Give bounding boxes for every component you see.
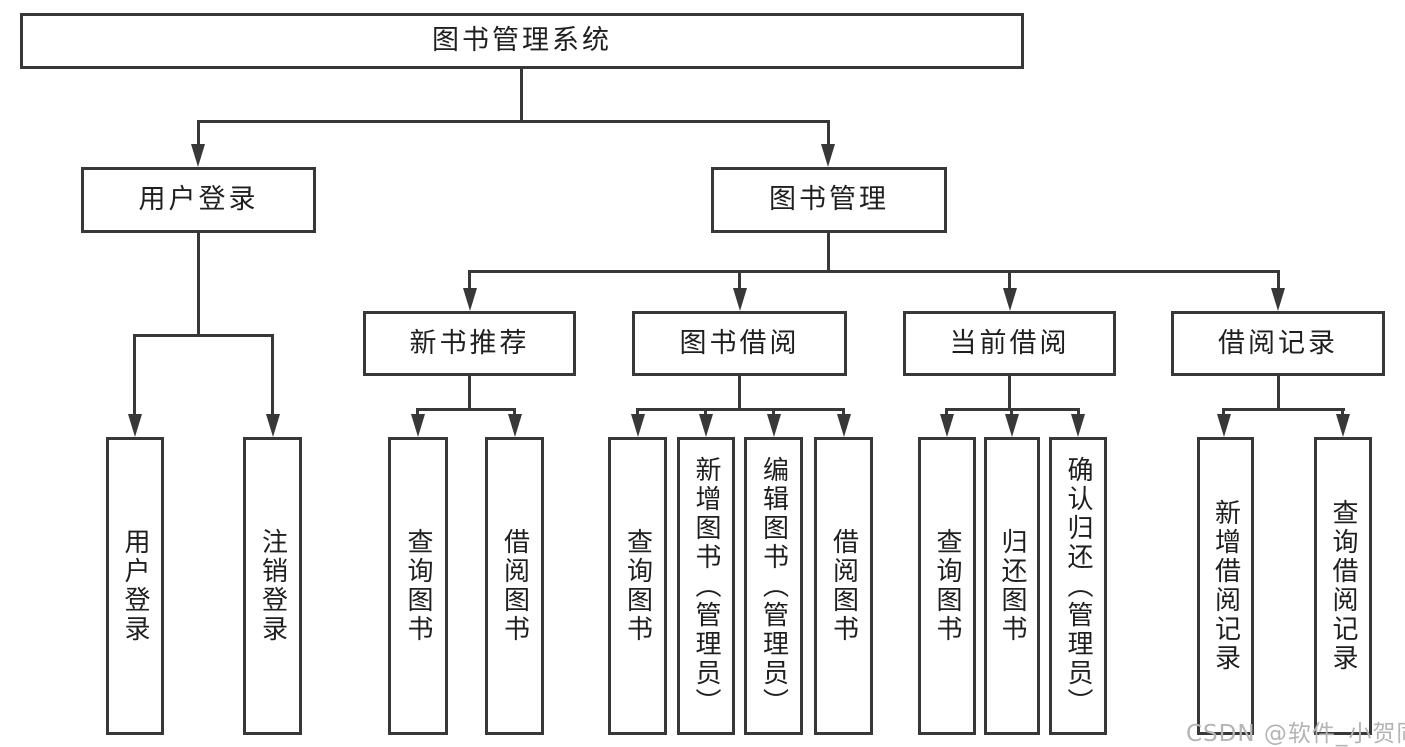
- connector-user-login-stem: [197, 233, 200, 337]
- node-book-management: 图书管理: [711, 167, 947, 233]
- connector-group1-hline: [636, 408, 845, 411]
- leaf-query-books-recommend: 查询图书: [388, 437, 448, 735]
- connector-group2-child2: [1077, 408, 1080, 418]
- leaf-user-login: 用户登录: [106, 437, 164, 735]
- connector-group3-child0: [1222, 408, 1225, 418]
- connector-group2-child1: [1010, 408, 1013, 418]
- node-new-book-recommend: 新书推荐: [363, 311, 576, 376]
- connector-to-leaf-user-login: [133, 334, 136, 418]
- arrowhead-down-icon: [940, 414, 954, 437]
- connector-to-book-management: [827, 120, 830, 148]
- watermark-csdn: CSDN @软件_小贺同学: [1186, 721, 1405, 747]
- arrowhead-down-icon: [821, 144, 835, 167]
- connector-to-new-book-recommend: [468, 270, 471, 290]
- leaf-query-borrow-record: 查询借阅记录: [1314, 437, 1372, 735]
- connector-group2-child0: [945, 408, 948, 418]
- arrowhead-down-icon: [733, 288, 747, 311]
- arrowhead-down-icon: [191, 144, 205, 167]
- arrowhead-down-icon: [411, 414, 425, 437]
- leaf-query-books-borrow: 查询图书: [608, 437, 667, 735]
- arrowhead-down-icon: [463, 288, 477, 311]
- leaf-add-book-admin: 新增图书（管理员）: [677, 437, 735, 735]
- connector-group0-child1: [513, 408, 516, 418]
- arrowhead-down-icon: [128, 414, 142, 437]
- connector-to-current-borrow: [1008, 270, 1011, 290]
- arrowhead-down-icon: [1005, 414, 1019, 437]
- node-book-borrow: 图书借阅: [632, 311, 847, 376]
- connector-group3-stem: [1277, 376, 1280, 411]
- connector-group1-child2: [772, 408, 775, 418]
- arrowhead-down-icon: [1217, 414, 1231, 437]
- connector-group3-hline: [1222, 408, 1345, 411]
- leaf-add-borrow-record: 新增借阅记录: [1197, 437, 1254, 735]
- connector-group0-stem: [468, 376, 471, 411]
- connector-group1-stem: [738, 376, 741, 411]
- arrowhead-down-icon: [266, 414, 280, 437]
- leaf-logout: 注销登录: [243, 437, 302, 735]
- connector-to-book-borrow: [738, 270, 741, 290]
- node-library-management-system: 图书管理系统: [20, 13, 1024, 69]
- connector-to-borrow-records: [1277, 270, 1280, 290]
- leaf-return-book: 归还图书: [984, 437, 1040, 735]
- arrowhead-down-icon: [508, 414, 522, 437]
- connector-group0-hline: [416, 408, 516, 411]
- connector-level1-hline: [197, 120, 830, 123]
- connector-root-stem: [520, 68, 523, 123]
- connector-level2-hline: [468, 270, 1280, 273]
- arrowhead-down-icon: [767, 414, 781, 437]
- leaf-borrow-books-recommend: 借阅图书: [485, 437, 544, 735]
- connector-group1-child3: [842, 408, 845, 418]
- arrowhead-down-icon: [1071, 414, 1085, 437]
- connector-group0-child0: [416, 408, 419, 418]
- node-user-login: 用户登录: [81, 167, 316, 233]
- node-borrow-records: 借阅记录: [1171, 311, 1385, 376]
- leaf-borrow-books: 借阅图书: [814, 437, 873, 735]
- connector-user-login-hline: [133, 334, 274, 337]
- connector-group1-child0: [636, 408, 639, 418]
- leaf-edit-book-admin: 编辑图书（管理员）: [744, 437, 803, 735]
- arrowhead-down-icon: [1271, 288, 1285, 311]
- connector-book-management-stem: [827, 233, 830, 273]
- connector-group2-stem: [1008, 376, 1011, 411]
- arrowhead-down-icon: [1336, 414, 1350, 437]
- arrowhead-down-icon: [837, 414, 851, 437]
- arrowhead-down-icon: [1003, 288, 1017, 311]
- connector-group1-child1: [704, 408, 707, 418]
- node-current-borrow: 当前借阅: [903, 311, 1116, 376]
- arrowhead-down-icon: [631, 414, 645, 437]
- arrowhead-down-icon: [699, 414, 713, 437]
- leaf-confirm-return-admin: 确认归还（管理员）: [1049, 437, 1107, 735]
- connector-to-user-login: [197, 120, 200, 148]
- connector-group3-child1: [1341, 408, 1344, 418]
- connector-to-leaf-logout: [271, 334, 274, 418]
- leaf-query-books-current: 查询图书: [918, 437, 976, 735]
